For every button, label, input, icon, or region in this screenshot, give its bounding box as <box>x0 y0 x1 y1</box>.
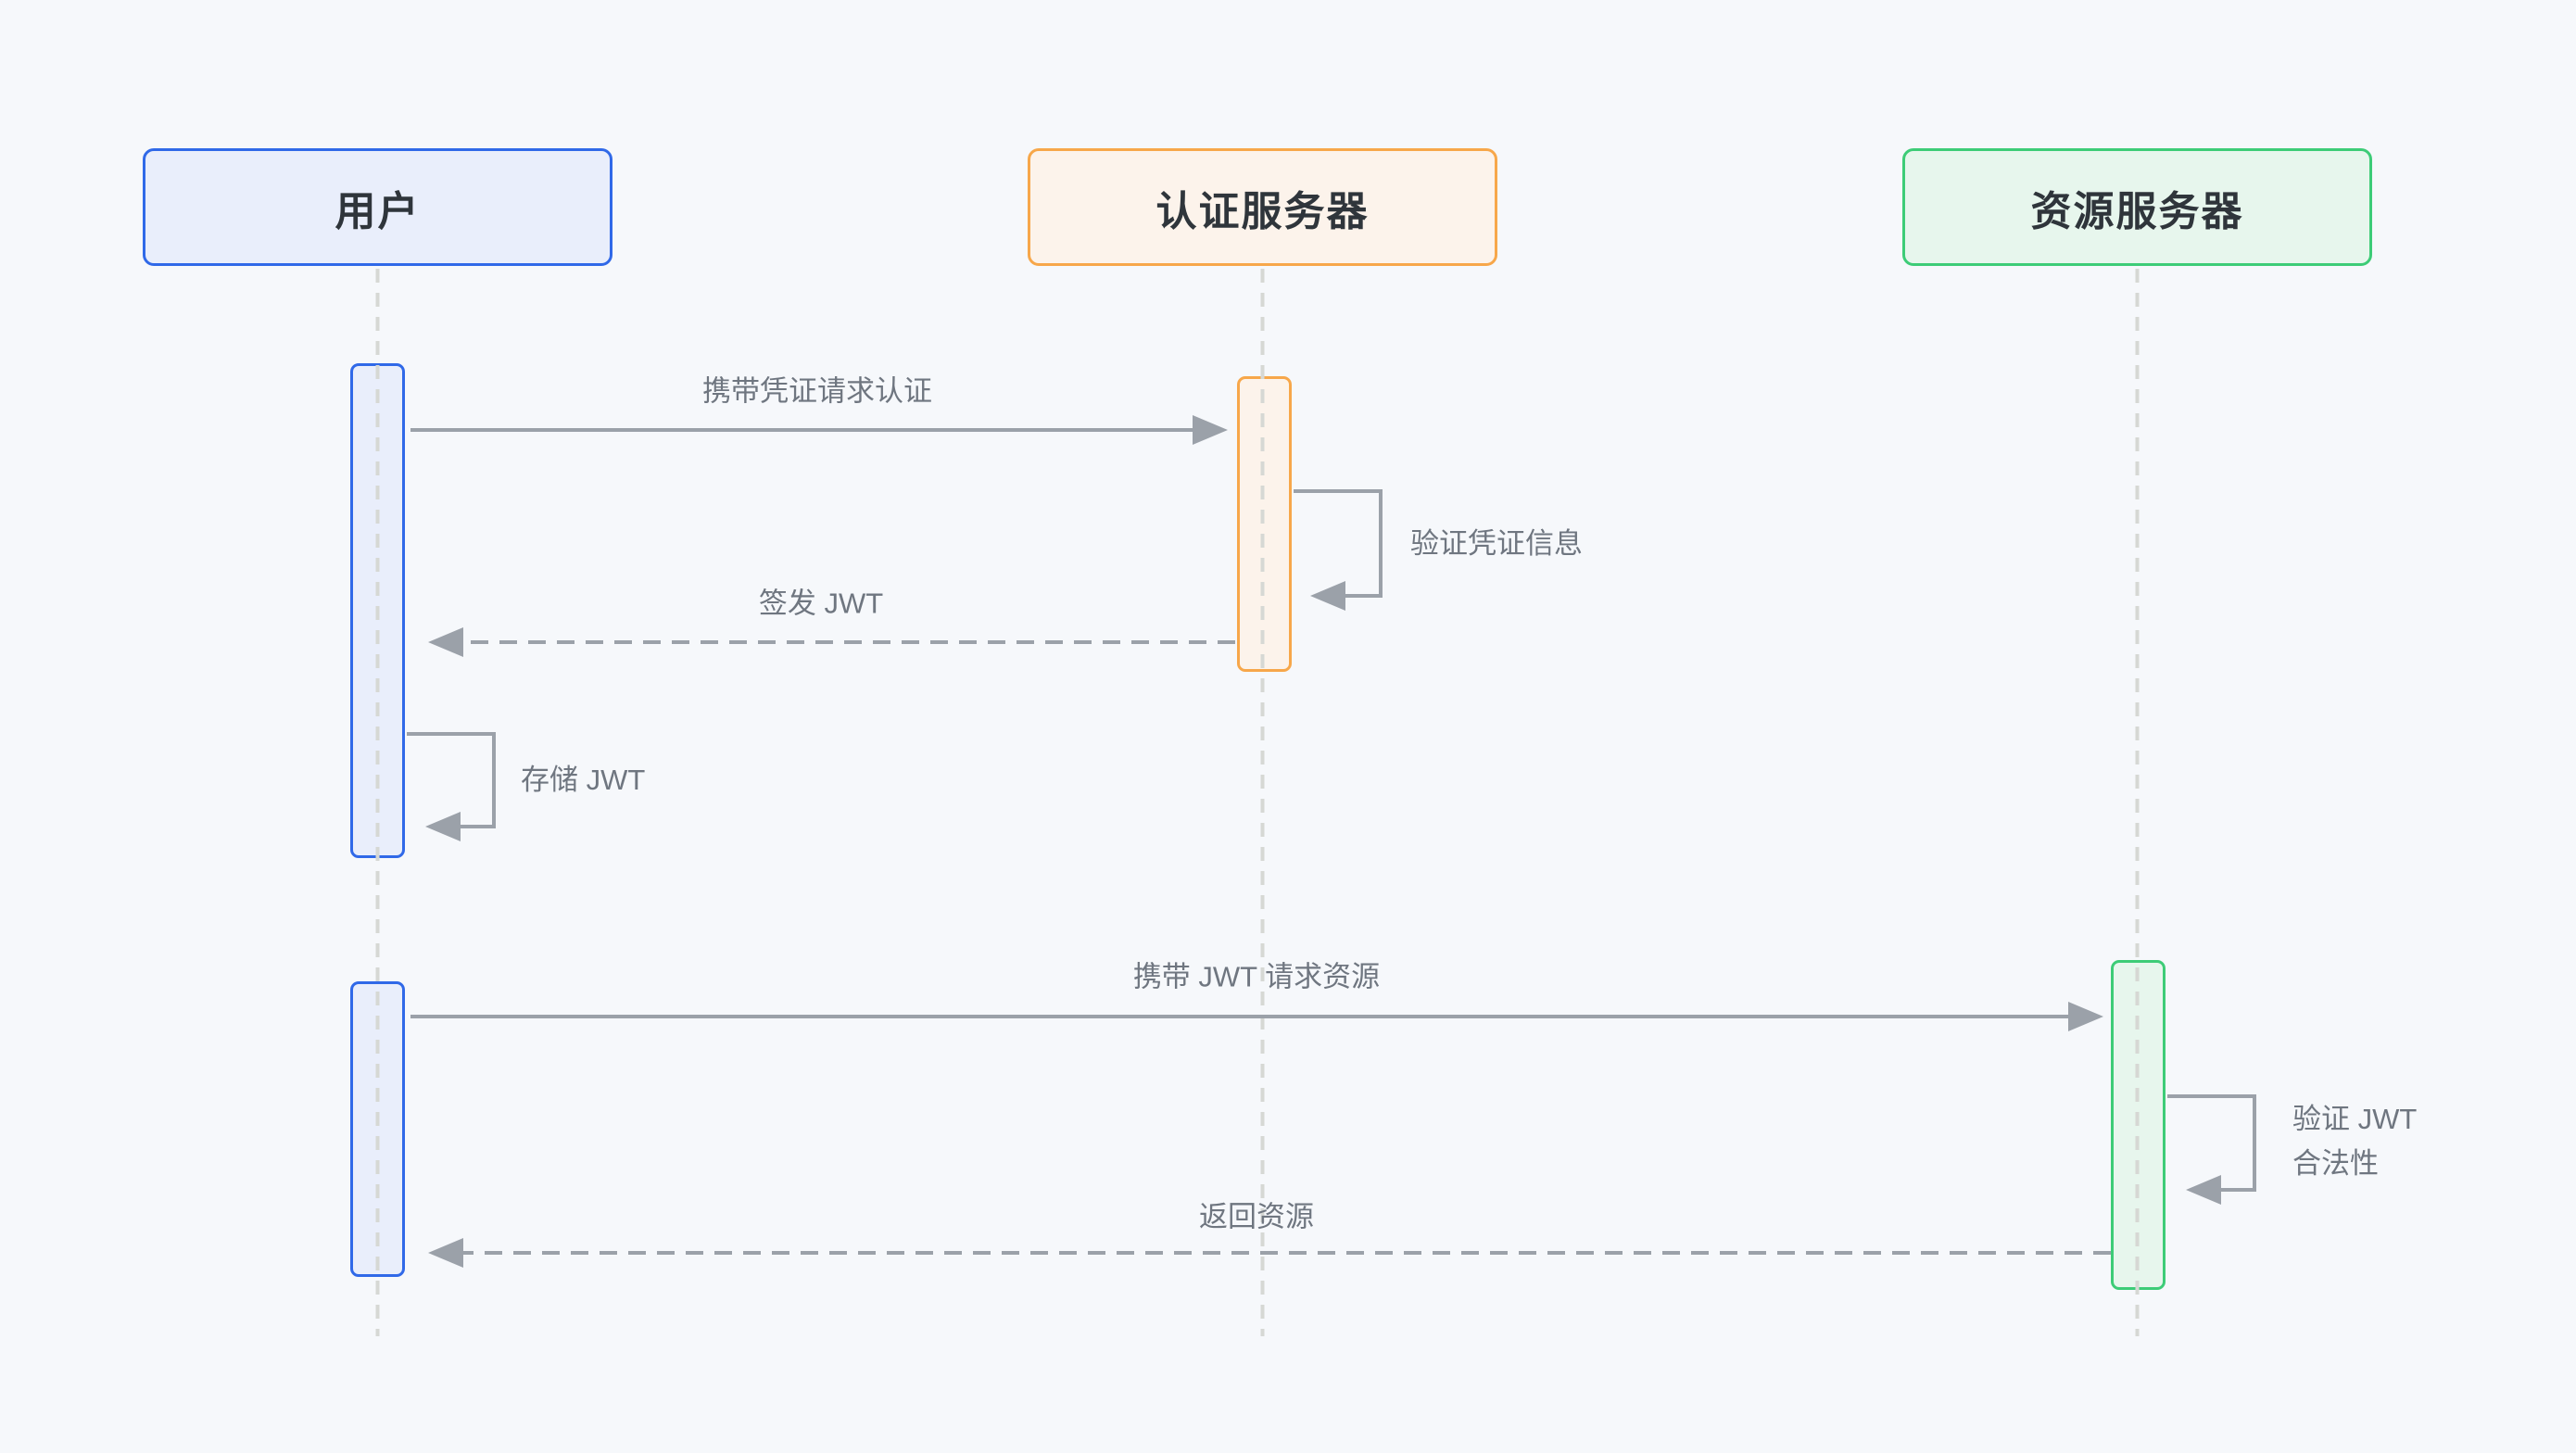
message-label-store-jwt: 存储 JWT <box>521 764 646 796</box>
arrowhead-verify-credentials <box>1310 581 1345 611</box>
message-label-verify-jwt-line1: 验证 JWT <box>2292 1103 2418 1135</box>
arrowhead-verify-jwt <box>2186 1175 2221 1205</box>
message-label-verify-credentials: 验证凭证信息 <box>1410 527 1583 560</box>
self-loop-verify-credentials <box>1294 489 1383 598</box>
actor-box-user: 用户 <box>143 148 612 266</box>
self-loop-store-jwt <box>407 732 496 828</box>
message-label-issue-jwt: 签发 JWT <box>758 587 884 620</box>
message-label-return-resource: 返回资源 <box>1199 1200 1314 1233</box>
arrowhead-return-resource <box>428 1238 463 1268</box>
arrowhead-store-jwt <box>425 812 461 841</box>
self-loop-verify-jwt <box>2167 1094 2256 1192</box>
actor-label-user: 用户 <box>335 188 421 234</box>
actor-box-auth-server: 认证服务器 <box>1028 148 1497 266</box>
arrowhead-issue-jwt <box>428 627 463 657</box>
actor-label-auth-server: 认证服务器 <box>1155 188 1370 234</box>
message-label-verify-jwt: 验证 JWT 合法性 <box>2292 1097 2417 1186</box>
actor-box-resource-server: 资源服务器 <box>1902 148 2372 266</box>
message-label-request-resource: 携带 JWT 请求资源 <box>1132 960 1381 993</box>
arrowhead-request-resource <box>2068 1002 2103 1031</box>
message-label-verify-jwt-line2: 合法性 <box>2292 1147 2379 1180</box>
arrowhead-request-auth <box>1193 415 1228 445</box>
message-label-request-auth: 携带凭证请求认证 <box>702 374 932 408</box>
activation-user-resource-phase <box>350 981 405 1277</box>
actor-label-resource-server: 资源服务器 <box>2030 188 2244 234</box>
